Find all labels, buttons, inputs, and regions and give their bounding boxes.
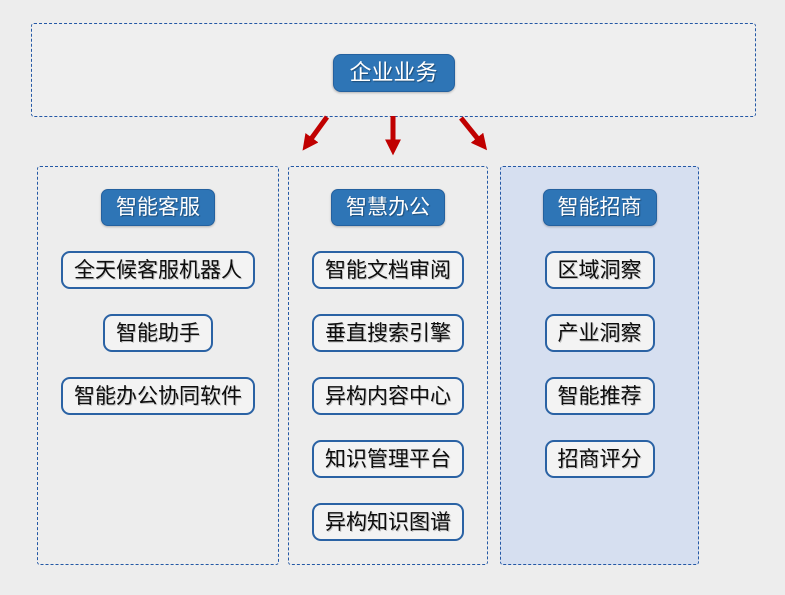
column-header: 智能客服 <box>101 189 215 226</box>
node-item: 区域洞察 <box>544 251 655 289</box>
root-node: 企业业务 <box>332 54 455 92</box>
column-header: 智能招商 <box>542 189 657 226</box>
node-item: 智能办公协同软件 <box>61 377 255 415</box>
node-item: 异构内容中心 <box>312 377 464 415</box>
column-smart-office: 智慧办公 智能文档审阅 垂直搜索引擎 异构内容中心 知识管理平台 异构知识图谱 <box>288 166 488 565</box>
node-item: 异构知识图谱 <box>312 503 464 541</box>
column-smart-customer-service: 智能客服 全天候客服机器人 智能助手 智能办公协同软件 <box>37 166 279 565</box>
node-item: 垂直搜索引擎 <box>312 314 464 352</box>
column-smart-investment-promotion: 智能招商 区域洞察 产业洞察 智能推荐 招商评分 <box>500 166 699 565</box>
arrow-down-left-icon <box>302 115 330 151</box>
node-item: 产业洞察 <box>544 314 655 352</box>
node-item: 知识管理平台 <box>312 440 464 478</box>
node-item: 智能助手 <box>103 314 213 352</box>
node-item: 智能推荐 <box>544 377 655 415</box>
arrow-down-right-icon <box>459 116 488 151</box>
node-item: 招商评分 <box>544 440 655 478</box>
root-group-box: 企业业务 <box>31 23 756 117</box>
node-item: 智能文档审阅 <box>312 251 464 289</box>
node-item: 全天候客服机器人 <box>61 251 255 289</box>
column-header: 智慧办公 <box>331 189 445 226</box>
